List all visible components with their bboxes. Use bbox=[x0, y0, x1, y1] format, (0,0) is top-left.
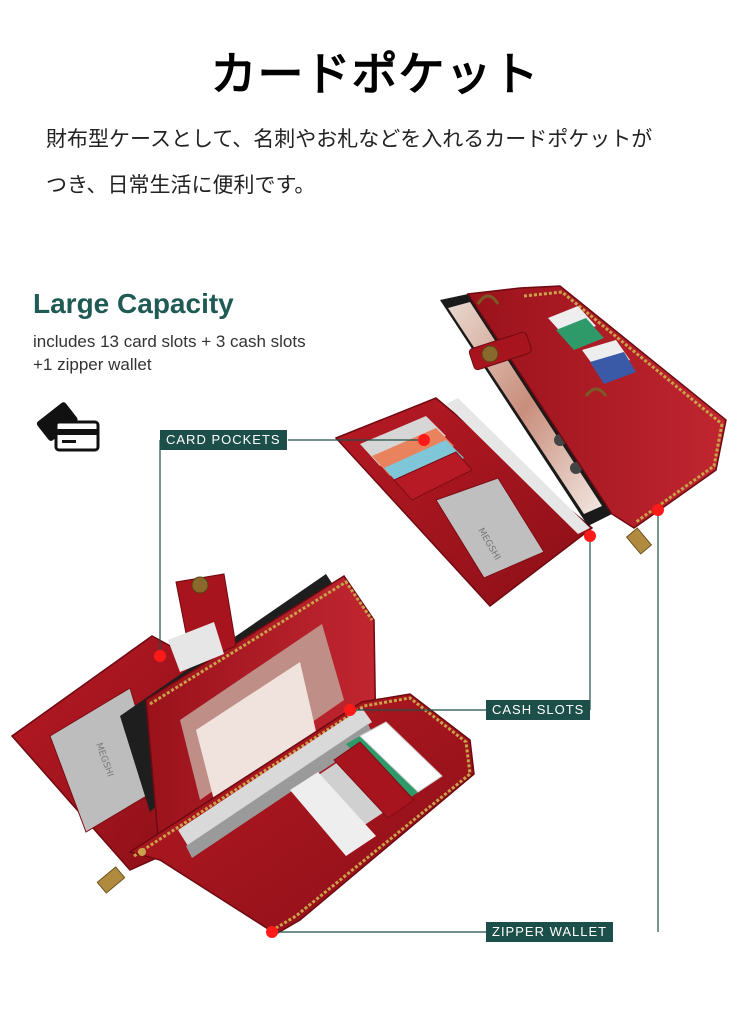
capacity-line-2: +1 zipper wallet bbox=[33, 355, 152, 374]
description-line-2: つき、日常生活に便利です。 bbox=[46, 173, 316, 197]
page-title: カードポケット bbox=[210, 47, 540, 101]
dot-card-pockets-lower bbox=[154, 650, 166, 662]
zipper-wallet-label: ZIPPER WALLET bbox=[486, 922, 614, 942]
card-pockets-label: CARD POCKETS bbox=[160, 430, 287, 450]
capacity-subtitle: includes 13 card slots + 3 cash slots +1… bbox=[33, 330, 306, 376]
lower-wallet: MEGSHI bbox=[10, 573, 475, 935]
capacity-title: Large Capacity bbox=[33, 288, 234, 319]
upper-wallet: MEGSHI bbox=[334, 285, 727, 608]
dot-zipper-upper bbox=[652, 504, 664, 516]
capacity-line-1: includes 13 card slots + 3 cash slots bbox=[33, 332, 306, 351]
dot-cash-slots-upper bbox=[584, 530, 596, 542]
callout-dots bbox=[154, 434, 664, 938]
cash-slots-label: CASH SLOTS bbox=[486, 700, 591, 720]
callout-lines bbox=[159, 439, 659, 933]
card-icon bbox=[36, 402, 100, 452]
description: 財布型ケースとして、名刺やお札などを入れるカードポケットが つき、日常生活に便利… bbox=[46, 116, 726, 208]
dot-card-pockets-upper bbox=[418, 434, 430, 446]
dot-zipper-lower bbox=[266, 926, 278, 938]
dot-cash-slots-lower bbox=[344, 704, 356, 716]
description-line-1: 財布型ケースとして、名刺やお札などを入れるカードポケットが bbox=[46, 127, 653, 151]
